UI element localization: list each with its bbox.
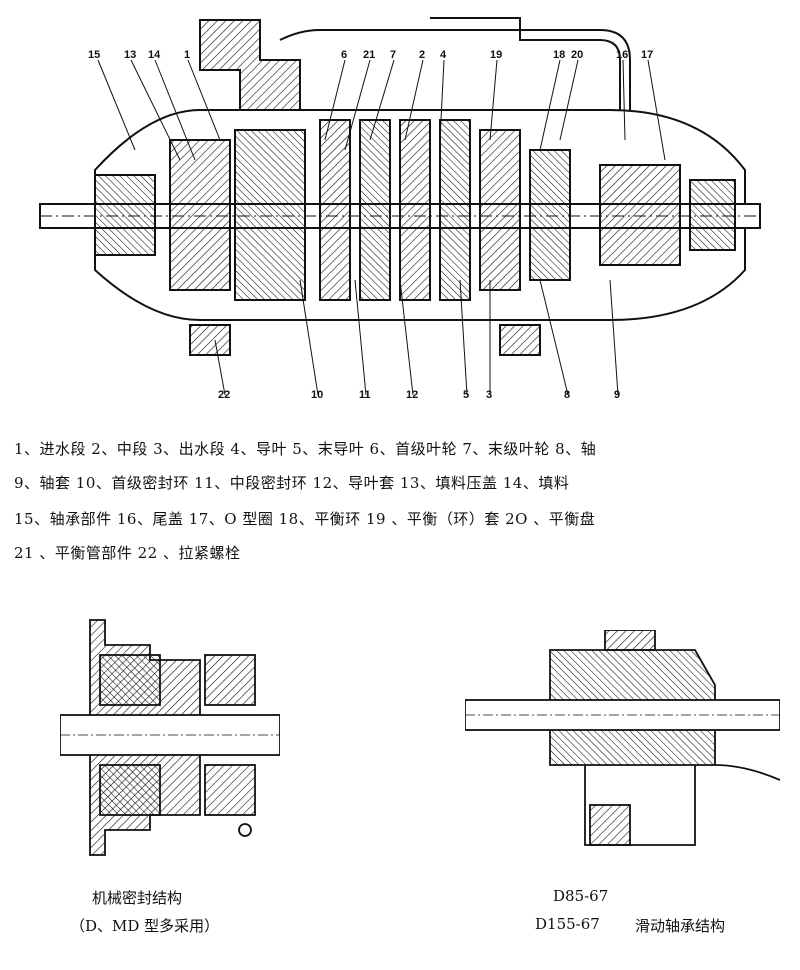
callout: 2 — [419, 49, 425, 61]
callout: 7 — [390, 49, 396, 61]
legend-line: 1、进水段 2、中段 3、出水段 4、导叶 5、末导叶 6、首级叶轮 7、末级叶… — [14, 440, 597, 458]
callout: 5 — [463, 389, 469, 401]
bearing-model-1: D85-67 — [553, 887, 609, 905]
legend-line: 21 、平衡管部件 22 、拉紧螺栓 — [14, 544, 241, 562]
callout: 16 — [616, 49, 628, 61]
callout: 22 — [218, 389, 230, 401]
callout: 20 — [571, 49, 583, 61]
callout: 17 — [641, 49, 653, 61]
legend-line: 15、轴承部件 16、尾盖 17、O 型圈 18、平衡环 19 、平衡（环）套 … — [14, 510, 596, 528]
parts-legend: 1、进水段 2、中段 3、出水段 4、导叶 5、末导叶 6、首级叶轮 7、末级叶… — [14, 438, 794, 568]
callout: 1 — [184, 49, 190, 61]
callout: 6 — [341, 49, 347, 61]
callout: 10 — [311, 389, 323, 401]
callout: 8 — [564, 389, 570, 401]
inlet-flange — [199, 19, 301, 111]
seal-caption-line2: （D、MD 型多采用） — [70, 917, 220, 935]
callout: 3 — [486, 389, 492, 401]
bearing-model-2: D155-67 — [535, 915, 600, 933]
callout: 9 — [614, 389, 620, 401]
balance-disc — [529, 149, 571, 281]
legend-line: 9、轴套 10、首级密封环 11、中段密封环 12、导叶套 13、填料压盖 14… — [14, 474, 570, 492]
sliding-bearing-drawing — [465, 630, 780, 846]
callout: 4 — [440, 49, 447, 61]
callout: 14 — [148, 49, 161, 61]
callout: 12 — [406, 389, 418, 401]
pump-section-drawing: 15 13 14 1 6 21 7 2 4 19 18 20 16 17 22 … — [39, 17, 761, 401]
seal-caption-line1: 机械密封结构 — [92, 889, 183, 907]
callout: 15 — [88, 49, 100, 61]
callout: 19 — [490, 49, 502, 61]
outlet-pipe — [430, 17, 621, 110]
callout: 13 — [124, 49, 136, 61]
callout: 18 — [553, 49, 565, 61]
mechanical-seal-drawing — [60, 619, 280, 856]
callout: 11 — [359, 389, 371, 401]
callout: 21 — [363, 49, 375, 61]
outer-casing — [94, 109, 746, 321]
bearing-caption-title: 滑动轴承结构 — [635, 917, 726, 935]
impeller-stages — [319, 119, 521, 301]
right-bearing — [599, 164, 681, 266]
left-bearing — [94, 174, 156, 256]
packing-gland — [169, 139, 231, 291]
